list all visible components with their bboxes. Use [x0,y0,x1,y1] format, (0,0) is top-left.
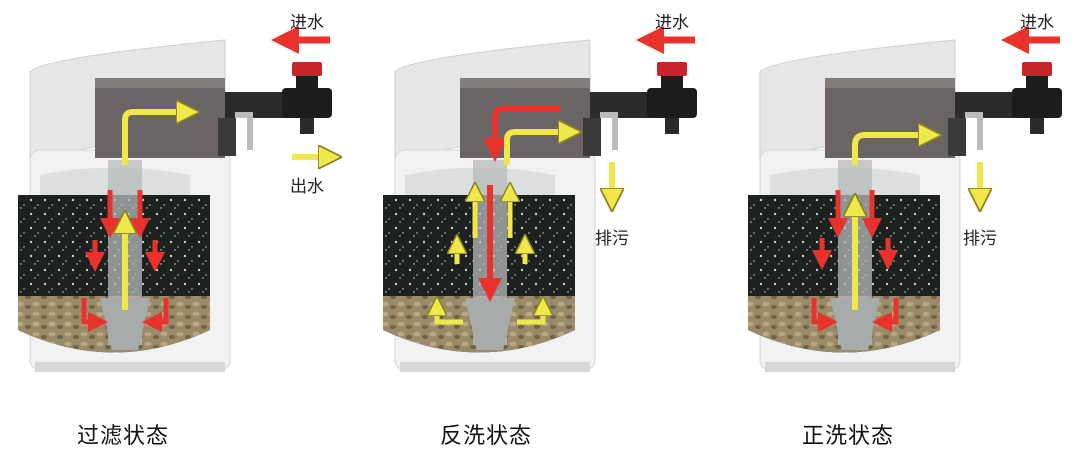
drain-label: 排污 [595,229,629,249]
control-valve-head [460,78,650,158]
riser-tube [830,160,880,350]
flow-arrows [811,26,1060,332]
panel-rinse-state: 进水 排污 正洗状态 [730,0,1080,471]
inlet-label: 进水 [655,13,689,33]
inlet-label: 进水 [1020,13,1054,33]
backwash-state-illustration [383,26,697,372]
panel-caption: 反洗状态 [440,424,533,449]
flow-arrows [81,26,330,332]
panel-backwash-state: 进水 排污 反洗状态 [365,0,725,471]
drain-label: 排污 [963,229,997,249]
bypass-valve [647,62,697,134]
outlet-label: 出水 [290,177,324,197]
inlet-label: 进水 [290,13,324,33]
control-valve-head [95,78,285,158]
bypass-valve [1012,62,1062,134]
rinse-state-illustration [748,26,1062,372]
flow-arrows [437,26,695,325]
panel-filter-state: 进水 出水 过滤状态 [0,0,360,471]
bypass-valve [282,62,332,134]
filter-state-illustration [18,26,360,372]
panel-caption: 正洗状态 [802,424,895,449]
panel-caption: 过滤状态 [77,424,170,449]
